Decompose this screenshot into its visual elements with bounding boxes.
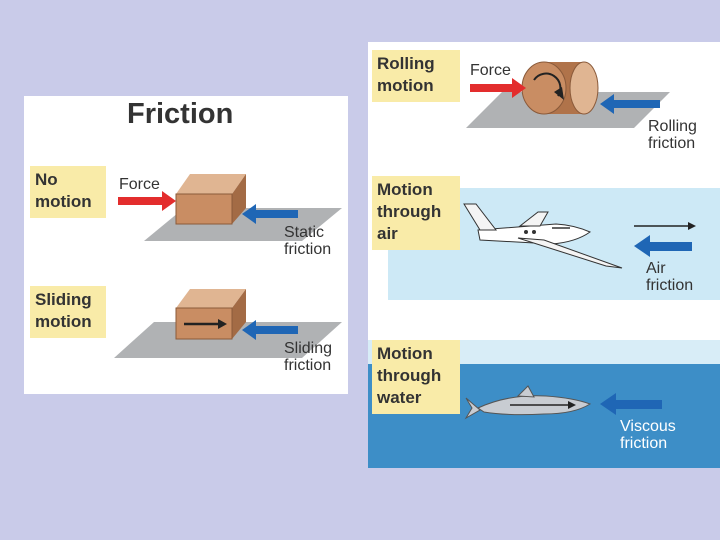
sliding-friction-arrow [242, 320, 298, 340]
diagram-title: Friction [127, 98, 234, 130]
rolling-cylinder [521, 61, 599, 115]
right-diagram-panel: Rolling motion Force Rolling friction Mo… [368, 42, 720, 468]
rolling-friction-arrow [600, 94, 660, 114]
airplane-icon [463, 203, 623, 269]
rolling-force-arrow [470, 78, 526, 98]
air-friction-label: Air friction [646, 260, 694, 294]
water-motion-arrow [510, 401, 576, 409]
rolling-force-label: Force [470, 62, 511, 79]
sliding-friction-label: Sliding friction [284, 340, 333, 374]
static-friction-label: Static friction [284, 224, 332, 258]
static-friction-arrow [242, 204, 298, 224]
rolling-motion-tag: Rolling motion [372, 50, 460, 102]
left-artwork [114, 174, 342, 358]
rolling-friction-label: Rolling friction [648, 118, 697, 152]
sliding-motion-tag: Sliding motion [30, 286, 106, 338]
air-motion-tag: Motion through air [372, 176, 460, 250]
no-motion-tag: No motion [30, 166, 106, 218]
left-diagram-panel: Friction No [24, 96, 348, 394]
sliding-motion-arrow [184, 319, 227, 329]
sliding-block [175, 289, 246, 340]
static-block [175, 174, 246, 225]
static-force-label: Force [119, 176, 160, 193]
water-motion-tag: Motion through water [372, 340, 460, 414]
viscous-friction-label: Viscous friction [620, 418, 676, 452]
viscous-friction-arrow [600, 393, 662, 415]
air-friction-arrow [634, 235, 692, 257]
air-motion-arrow [634, 222, 696, 230]
static-force-arrow [118, 191, 176, 211]
